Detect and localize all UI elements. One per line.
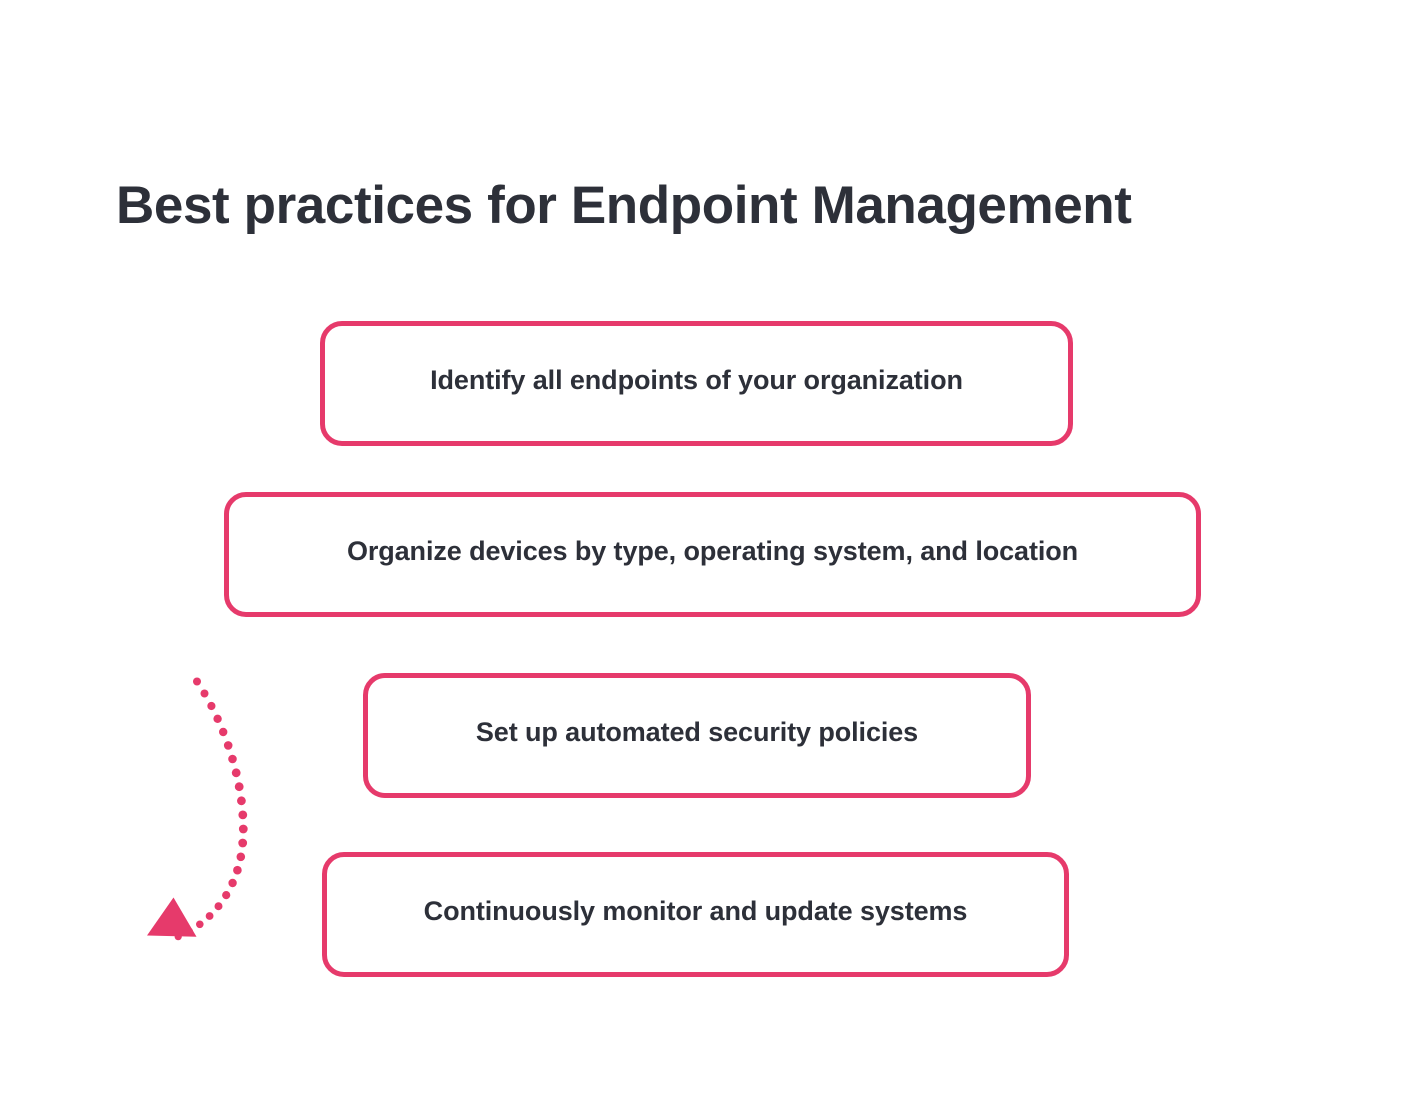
page-title: Best practices for Endpoint Management — [116, 175, 1132, 235]
step-box-4-label: Continuously monitor and update systems — [423, 896, 968, 926]
step-box-3-label: Set up automated security policies — [475, 717, 919, 747]
arrow-dot-trail — [174, 677, 248, 941]
step-box-2[interactable]: Organize devices by type, operating syst… — [224, 492, 1201, 617]
step-box-1[interactable]: Identify all endpoints of your organizat… — [320, 321, 1073, 446]
step-box-4[interactable]: Continuously monitor and update systems — [322, 852, 1069, 977]
step-box-1-label: Identify all endpoints of your organizat… — [430, 365, 963, 395]
step-box-3[interactable]: Set up automated security policies — [363, 673, 1031, 798]
step-box-2-label: Organize devices by type, operating syst… — [346, 536, 1079, 566]
dotted-curved-arrow — [147, 677, 248, 941]
arrow-head — [147, 897, 197, 937]
